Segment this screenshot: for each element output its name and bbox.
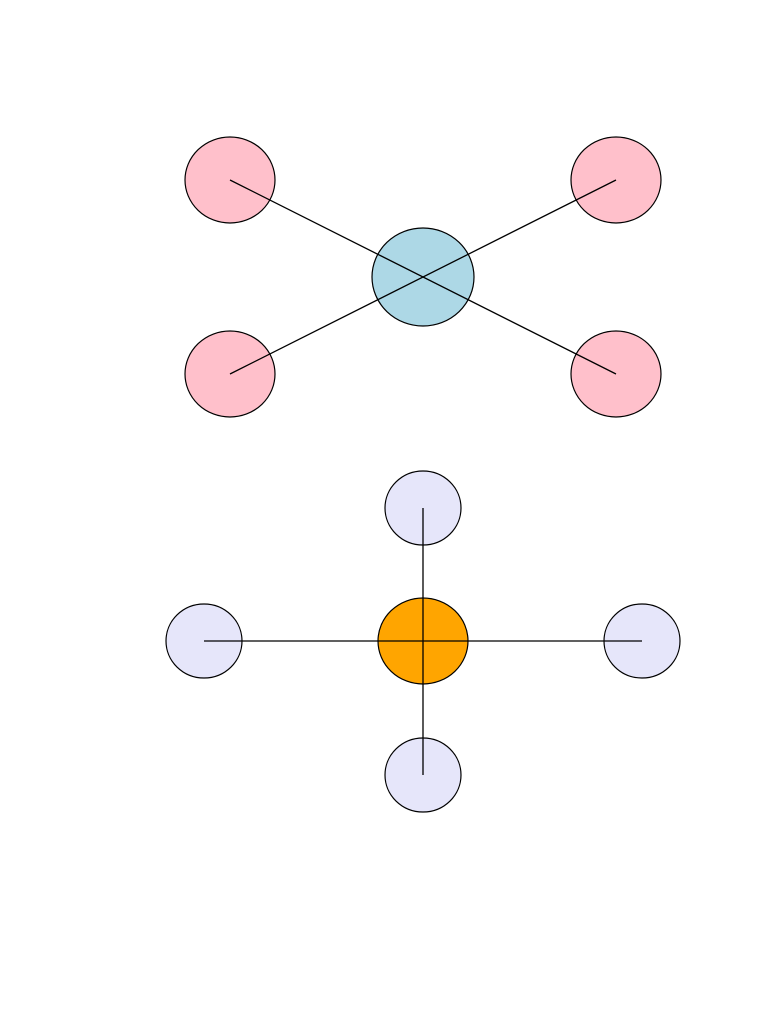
cross-star-diagram: [165, 470, 681, 813]
edges: [229, 179, 617, 375]
edge-top-right-to-bottom-left: [229, 179, 617, 375]
diagonal-star-diagram: [184, 136, 662, 418]
edges: [204, 508, 642, 775]
